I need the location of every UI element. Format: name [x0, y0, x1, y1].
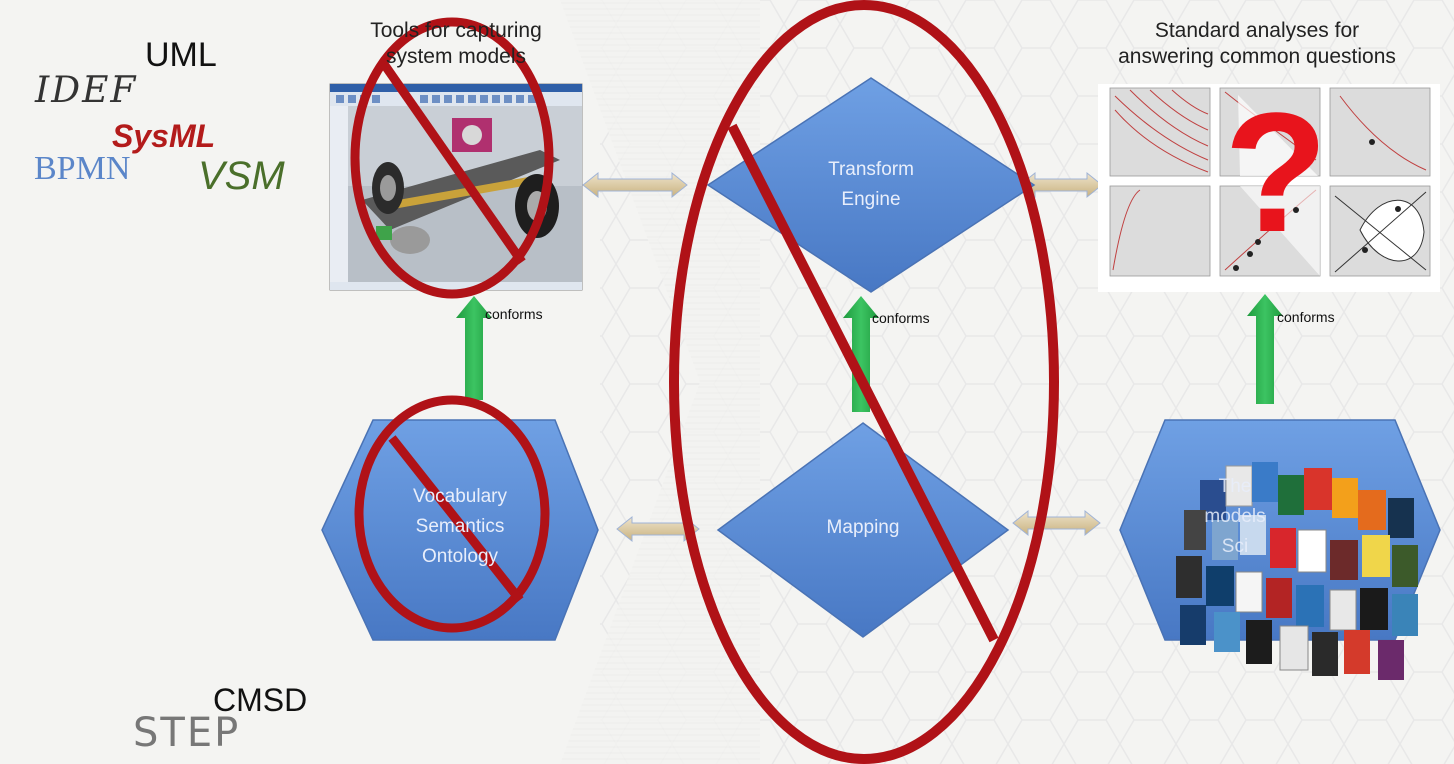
models-line1: The: [1218, 476, 1252, 497]
prohibition-vocabulary: [354, 395, 550, 633]
analyses-caption-line2: answering common questions: [1118, 45, 1396, 68]
analysis-plots: [1098, 84, 1440, 292]
conforms-left-label: conforms: [485, 306, 543, 322]
vocabulary-line1: Vocabulary: [412, 486, 507, 507]
prohibition-center: [669, 0, 1059, 764]
cad-screenshot: [329, 83, 583, 291]
green-arrow-center: [843, 296, 879, 412]
mapping-diamond: [716, 422, 1010, 638]
vocabulary-text: Vocabulary Semantics Ontology: [360, 482, 560, 572]
idef-label: IDEF: [35, 70, 138, 111]
book-covers-collage: [1176, 462, 1418, 680]
green-arrow-right: [1247, 294, 1283, 404]
question-mark: ?: [1224, 78, 1328, 268]
vocabulary-line3: Ontology: [421, 546, 499, 567]
transform-engine-line2: Engine: [841, 189, 901, 210]
uml-label: UML: [145, 36, 217, 74]
tools-caption-line1: Tools for capturing: [370, 19, 542, 42]
chevron-background: [560, 0, 760, 764]
vocabulary-line2: Semantics: [415, 516, 505, 537]
mapping-text: Mapping: [826, 517, 900, 538]
tools-caption-line2: system models: [385, 45, 527, 68]
transform-engine-line1: Transform: [828, 159, 914, 180]
models-line2: models: [1204, 506, 1266, 527]
transform-engine-text: Transform Engine: [771, 155, 971, 215]
conforms-center-label: conforms: [872, 310, 930, 326]
conforms-right-label: conforms: [1277, 309, 1335, 325]
models-line3: Sci: [1221, 536, 1249, 557]
prohibition-tools: [350, 17, 554, 299]
analyses-caption: Standard analyses for answering common q…: [1060, 18, 1454, 70]
analyses-caption-line1: Standard analyses for: [1154, 19, 1360, 42]
step-label: STEP: [133, 710, 241, 756]
cmsd-label: CMSD: [213, 682, 308, 718]
tan-arrow-vocab-mapping: [616, 515, 700, 543]
tools-caption: Tools for capturing system models: [300, 18, 612, 70]
models-text: The models Sci: [1175, 472, 1295, 562]
vsm-label: VSM: [198, 154, 285, 198]
bpmn-label: BPMN: [34, 150, 131, 187]
sysml-label: SysML: [112, 118, 216, 154]
green-arrow-left: [456, 296, 492, 400]
tan-arrow-tools-transform: [582, 171, 688, 199]
